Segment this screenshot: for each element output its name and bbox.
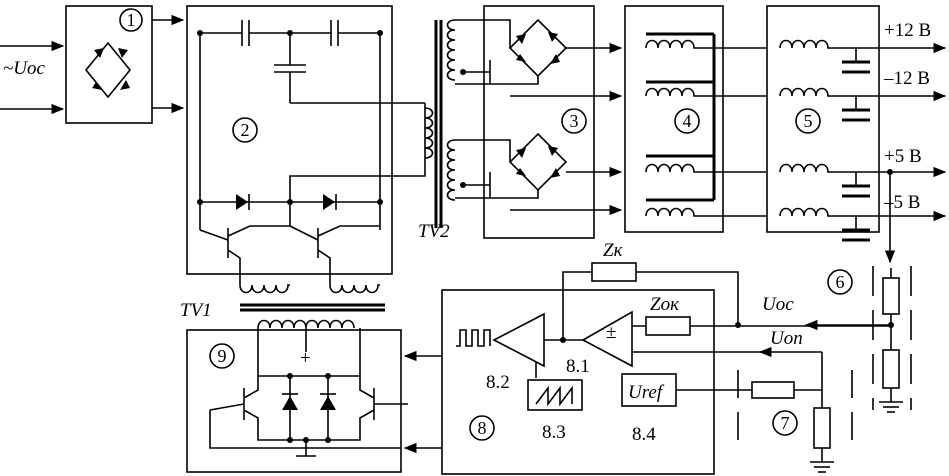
filter-capacitors [842, 48, 870, 242]
block-9-number: 9 [218, 346, 227, 366]
block-6-divider: 6 [827, 169, 912, 413]
block-3-number: 3 [570, 111, 579, 131]
uoc-label: Uос [762, 294, 794, 315]
label-8-1: 8.1 [566, 356, 590, 377]
block-4-number: 4 [683, 111, 692, 131]
output-p5-label: +5 В [884, 146, 922, 167]
tv2-label: TV2 [418, 221, 450, 242]
label-8-2: 8.2 [486, 372, 510, 393]
block-4-group-choke: 4 [624, 5, 766, 233]
block-7-number: 7 [781, 413, 790, 433]
block-1-rectifier: 1 [65, 5, 185, 124]
block-9-plus: + [300, 348, 311, 369]
label-8-4: 8.4 [632, 424, 656, 445]
block-7-reference: 7 [730, 352, 853, 473]
zok-label: Zок [650, 294, 680, 315]
uop-label: Uоп [770, 328, 803, 349]
block-2-number: 2 [241, 120, 250, 140]
input-voltage-label: ~Uос [3, 58, 46, 79]
bridge-diodes-1 [92, 48, 130, 90]
input-section: ~Uос [0, 40, 65, 115]
block-9-driver: 9 + [186, 328, 408, 473]
tv1-label: TV1 [180, 300, 212, 321]
block-3-rectifiers: 3 [455, 5, 623, 239]
output-m12-label: –12 В [883, 68, 930, 89]
block-5-output-filters: 5 +12 В –12 В +5 В –5 В [766, 5, 947, 242]
output-m5-label: –5 В [883, 192, 920, 213]
opamp-pm-sign: ± [606, 322, 616, 343]
block-2-inverter: 2 [186, 5, 426, 285]
block-6-number: 6 [836, 272, 845, 292]
uref-label: Uref [628, 382, 665, 403]
label-8-3: 8.3 [542, 422, 566, 443]
transformer-tv1: TV1 [180, 284, 385, 329]
zk-label: Zк [603, 240, 624, 261]
block-1-number: 1 [127, 10, 136, 30]
block-8-control: 8 Zк Zок ± 8.1 8.2 8.3 Uref 8.4 [403, 240, 891, 475]
output-p12-label: +12 В [884, 20, 931, 41]
block-5-number: 5 [804, 111, 813, 131]
transformer-tv2: TV2 [418, 19, 491, 242]
block-8-number: 8 [478, 418, 487, 438]
